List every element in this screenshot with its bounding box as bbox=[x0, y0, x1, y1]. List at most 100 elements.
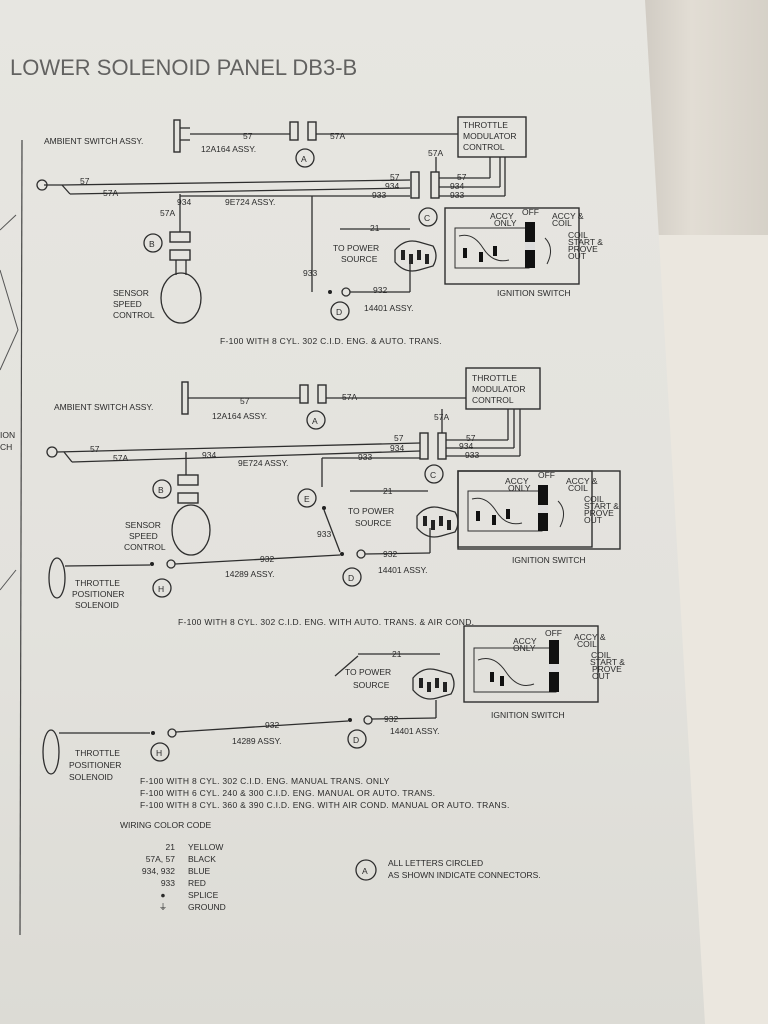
svg-text:COIL: COIL bbox=[552, 218, 572, 228]
svg-text:C: C bbox=[424, 213, 430, 223]
connector-a bbox=[295, 148, 315, 168]
svg-text:ALL LETTERS CIRCLED: ALL LETTERS CIRCLED bbox=[388, 858, 483, 868]
svg-text:COIL: COIL bbox=[577, 639, 597, 649]
assy-14401-label: 14401 ASSY. bbox=[364, 303, 413, 313]
svg-text:OFF: OFF bbox=[545, 628, 562, 638]
svg-text:PROVE: PROVE bbox=[592, 664, 622, 674]
svg-text:SOLENOID: SOLENOID bbox=[69, 772, 113, 782]
svg-text:START &: START & bbox=[590, 657, 625, 667]
splice-icon: ● bbox=[160, 890, 165, 900]
margin-mark: CH bbox=[0, 442, 12, 452]
svg-text:COIL: COIL bbox=[568, 483, 588, 493]
svg-text:21: 21 bbox=[392, 649, 402, 659]
svg-text:RED: RED bbox=[188, 878, 206, 888]
svg-text:B: B bbox=[149, 239, 155, 249]
svg-text:932: 932 bbox=[260, 554, 274, 564]
svg-text:933: 933 bbox=[450, 190, 464, 200]
manual-page bbox=[0, 0, 705, 1024]
power-plug-icon bbox=[412, 668, 455, 700]
svg-text:57A: 57A bbox=[330, 131, 345, 141]
connector-d bbox=[347, 729, 367, 749]
svg-text:934: 934 bbox=[177, 197, 191, 207]
diagram-section-3: 21 TO POWER SOURCE ACCY ONLY OFF ACCY & … bbox=[42, 625, 625, 810]
diagram-section-1: AMBIENT SWITCH ASSY. 57 57A 12A164 ASSY.… bbox=[36, 116, 603, 346]
svg-text:E: E bbox=[304, 494, 310, 504]
svg-text:SOURCE: SOURCE bbox=[355, 518, 392, 528]
assy-12a164-label: 12A164 ASSY. bbox=[201, 144, 256, 154]
ignition-switch-label: IGNITION SWITCH bbox=[497, 288, 571, 298]
svg-text:ACCY &: ACCY & bbox=[574, 632, 606, 642]
svg-text:TO POWER: TO POWER bbox=[333, 243, 379, 253]
legend-title: WIRING COLOR CODE bbox=[120, 820, 211, 830]
svg-text:57A: 57A bbox=[103, 188, 118, 198]
svg-text:D: D bbox=[336, 307, 342, 317]
svg-text:BLACK: BLACK bbox=[188, 854, 216, 864]
connector-b bbox=[143, 233, 163, 253]
ambient-switch-label: AMBIENT SWITCH ASSY. bbox=[54, 402, 153, 412]
svg-text:THROTTLE: THROTTLE bbox=[472, 373, 517, 383]
assy-9e724-label: 9E724 ASSY. bbox=[238, 458, 288, 468]
svg-text:ACCY: ACCY bbox=[513, 636, 537, 646]
svg-text:A: A bbox=[312, 416, 318, 426]
svg-text:ONLY: ONLY bbox=[508, 483, 531, 493]
svg-text:57: 57 bbox=[90, 444, 100, 454]
svg-text:CONTROL: CONTROL bbox=[463, 142, 505, 152]
assy-9e724-label: 9E724 ASSY. bbox=[225, 197, 275, 207]
svg-text:933: 933 bbox=[161, 878, 175, 888]
svg-text:THROTTLE: THROTTLE bbox=[75, 748, 120, 758]
svg-text:A: A bbox=[362, 866, 368, 876]
svg-text:C: C bbox=[430, 470, 436, 480]
svg-text:57A: 57A bbox=[342, 392, 357, 402]
svg-text:934: 934 bbox=[202, 450, 216, 460]
svg-text:COIL: COIL bbox=[591, 650, 611, 660]
section-caption: F-100 WITH 8 CYL. 360 & 390 C.I.D. ENG. … bbox=[140, 800, 510, 810]
svg-text:57A: 57A bbox=[113, 453, 128, 463]
svg-text:933: 933 bbox=[358, 452, 372, 462]
svg-text:ONLY: ONLY bbox=[513, 643, 536, 653]
assy-12a164-label: 12A164 ASSY. bbox=[212, 411, 267, 421]
connector-d bbox=[330, 301, 350, 321]
svg-text:57A, 57: 57A, 57 bbox=[146, 854, 176, 864]
svg-text:CONTROL: CONTROL bbox=[124, 542, 166, 552]
section-caption: F-100 WITH 8 CYL. 302 C.I.D. ENG. & AUTO… bbox=[220, 336, 442, 346]
svg-text:OUT: OUT bbox=[568, 251, 586, 261]
svg-text:932: 932 bbox=[383, 549, 397, 559]
svg-text:OFF: OFF bbox=[522, 207, 539, 217]
svg-text:OUT: OUT bbox=[584, 515, 602, 525]
ambient-switch-icon bbox=[181, 381, 189, 415]
svg-text:934: 934 bbox=[390, 443, 404, 453]
sensor-speed-control-icon bbox=[171, 504, 211, 556]
ambient-switch-label: AMBIENT SWITCH ASSY. bbox=[44, 136, 143, 146]
svg-text:PROVE: PROVE bbox=[584, 508, 614, 518]
svg-text:57: 57 bbox=[394, 433, 404, 443]
section-caption: F-100 WITH 6 CYL. 240 & 300 C.I.D. ENG. … bbox=[140, 788, 435, 798]
svg-text:21: 21 bbox=[370, 223, 380, 233]
connector-c bbox=[424, 464, 444, 484]
power-plug-icon bbox=[416, 506, 459, 538]
svg-text:934: 934 bbox=[459, 441, 473, 451]
svg-text:933: 933 bbox=[372, 190, 386, 200]
svg-text:B: B bbox=[158, 485, 164, 495]
svg-text:57: 57 bbox=[240, 396, 250, 406]
svg-text:57: 57 bbox=[390, 172, 400, 182]
svg-text:D: D bbox=[348, 573, 354, 583]
svg-text:THROTTLE: THROTTLE bbox=[75, 578, 120, 588]
svg-text:PROVE: PROVE bbox=[568, 244, 598, 254]
svg-text:SPLICE: SPLICE bbox=[188, 890, 219, 900]
svg-text:SENSOR: SENSOR bbox=[113, 288, 149, 298]
ambient-switch-icon bbox=[173, 119, 181, 153]
section-caption: F-100 WITH 8 CYL. 302 C.I.D. ENG. WITH A… bbox=[178, 617, 474, 627]
svg-text:57A: 57A bbox=[428, 148, 443, 158]
connector-note-icon bbox=[355, 859, 377, 881]
svg-text:CONTROL: CONTROL bbox=[113, 310, 155, 320]
throttle-positioner-solenoid-icon bbox=[42, 729, 60, 775]
svg-text:933: 933 bbox=[317, 529, 331, 539]
sensor-speed-control-icon bbox=[160, 272, 202, 324]
power-plug-icon bbox=[394, 240, 437, 272]
svg-text:POSITIONER: POSITIONER bbox=[69, 760, 121, 770]
throttle-modulator-control-box bbox=[465, 367, 541, 410]
svg-text:SPEED: SPEED bbox=[129, 531, 158, 541]
ground-icon bbox=[36, 179, 48, 191]
svg-text:YELLOW: YELLOW bbox=[188, 842, 223, 852]
